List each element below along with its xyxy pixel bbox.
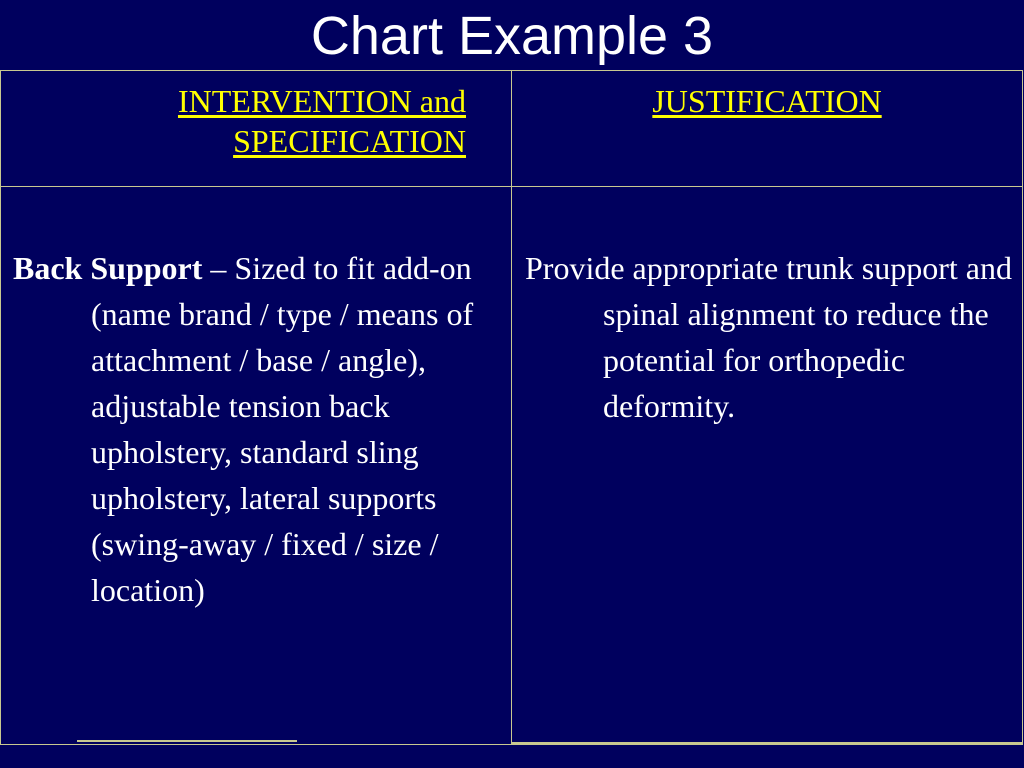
justification-cell: Provide appropriate trunk support and sp… [511, 186, 1023, 745]
header-intervention-cell: INTERVENTION and SPECIFICATION [0, 70, 512, 187]
intervention-lead: Back Support [13, 250, 203, 286]
intervention-cell: Back Support – Sized to fit add-on (name… [0, 186, 512, 745]
justification-text: Provide appropriate trunk support and sp… [525, 250, 1012, 424]
intervention-text: Back Support – Sized to fit add-on (name… [13, 245, 509, 613]
header-justification: JUSTIFICATION [652, 83, 882, 119]
intervention-table: INTERVENTION and SPECIFICATION JUSTIFICA… [0, 70, 1023, 745]
slide-title: Chart Example 3 [310, 6, 714, 66]
header-justification-cell: JUSTIFICATION [511, 70, 1023, 187]
underline-stub [77, 740, 297, 742]
intervention-detail: – Sized to fit add-on (name brand / type… [91, 250, 474, 608]
header-intervention: INTERVENTION and SPECIFICATION [177, 83, 466, 159]
